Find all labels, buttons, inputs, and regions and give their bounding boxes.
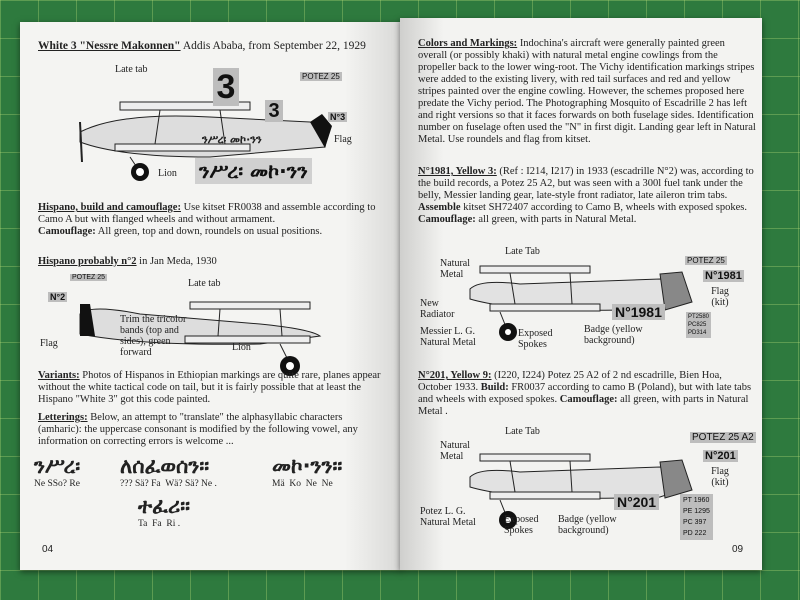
plane-4-drawing	[469, 453, 693, 529]
n1981-paragraph: N°1981, Yellow 3: (Ref : I214, I217) in …	[418, 166, 754, 225]
natural-metal-label-4: Natural Metal	[440, 440, 470, 462]
amharic-word-2: ለሰፈወሰን። ??? Sä? Fa Wä? Sä? Ne .	[120, 454, 217, 489]
natural-metal-label-3: Natural Metal	[440, 258, 470, 280]
potez-plate: POTEZ 25	[300, 72, 342, 81]
spokes-label-3: Exposed Spokes	[518, 328, 553, 350]
spokes-label-4: Exposed Spokes	[504, 514, 539, 536]
right-page: Colors and Markings: Indochina's aircraf…	[400, 18, 762, 570]
plane-1-drawing	[79, 101, 332, 181]
n201-plate: N°201	[703, 450, 738, 462]
new-radiator-label: New Radiator	[420, 298, 455, 320]
potez-plate-4: POTEZ 25 A2	[690, 432, 756, 443]
section-title-white-3: White 3 "Nessre Makonnen" Addis Ababa, f…	[38, 40, 366, 52]
lion-label: Lion	[158, 168, 177, 179]
n1981-plate: N°1981	[703, 270, 744, 282]
fuselage-script: ንሥረ፡ መኮ·ንን	[202, 133, 262, 146]
plane-3-drawing	[469, 265, 693, 341]
letterings-paragraph: Letterings: Below, an attempt to "transl…	[38, 412, 358, 447]
flag-label: Flag	[334, 134, 352, 145]
flag-kit-label-4: Flag (kit)	[711, 466, 729, 488]
n201-large-plate: N°201	[614, 494, 660, 510]
amharic-word-1: ንሥረ፡ Ne SSo? Re	[34, 454, 81, 489]
badge-label-4: Badge (yellow background)	[558, 514, 617, 536]
potez-plate-2: POTEZ 25	[70, 274, 108, 281]
colors-paragraph: Colors and Markings: Indochina's aircraf…	[418, 38, 756, 145]
gear-label-3: Messier L. G. Natural Metal	[420, 326, 476, 348]
amharic-word-3: መኮ·ንን። Mä Ko Ne Ne	[272, 454, 343, 489]
amharic-word-4: ተፈሪ። Ta Fa Ri .	[138, 494, 191, 529]
n201-paragraph: N°201, Yellow 9: (I220, I224) Potez 25 A…	[418, 370, 752, 417]
late-tab-label-4: Late Tab	[505, 426, 540, 437]
potez-plate-3: POTEZ 25	[685, 256, 727, 265]
n2-plate: N°2	[48, 292, 68, 302]
big-script-plate: ንሥረ፡ መኮ·ንን	[195, 158, 312, 184]
data-plate-4: PT 1960 PE 1295 PC 397 PD 222	[680, 494, 713, 540]
plane2-heading: Hispano probably n°2 in Jan Meda, 1930	[38, 256, 217, 267]
fuselage-number-plate: 3	[265, 100, 283, 122]
gear-label-4: Potez L. G. Natural Metal	[420, 506, 476, 528]
flag-kit-label-3: Flag (kit)	[711, 286, 729, 308]
build-paragraph: Hispano, build and camouflage: Use kitse…	[38, 202, 376, 237]
late-tab-label-2: Late tab	[188, 278, 221, 289]
plane-2-drawing	[79, 301, 322, 376]
trim-note: Trim the tricolor bands (top and sides),…	[120, 314, 187, 358]
n1981-large-plate: N°1981	[612, 304, 665, 320]
tail-number-plate: 3	[213, 68, 239, 106]
late-tab-label: Late tab	[115, 64, 148, 75]
data-plate-3: PT2580 PC825 PD314	[686, 312, 712, 338]
page-number-right: 09	[732, 544, 744, 555]
badge-label-3: Badge (yellow background)	[584, 324, 643, 346]
left-page: White 3 "Nessre Makonnen" Addis Ababa, f…	[20, 22, 402, 570]
n3-plate: N°3	[328, 112, 348, 122]
lion-label-2: Lion	[232, 342, 251, 353]
late-tab-label-3: Late Tab	[505, 246, 540, 257]
page-number-left: 04	[42, 544, 54, 555]
variants-paragraph: Variants: Photos of Hispanos in Ethiopia…	[38, 370, 381, 405]
flag-label-2: Flag	[40, 338, 58, 349]
